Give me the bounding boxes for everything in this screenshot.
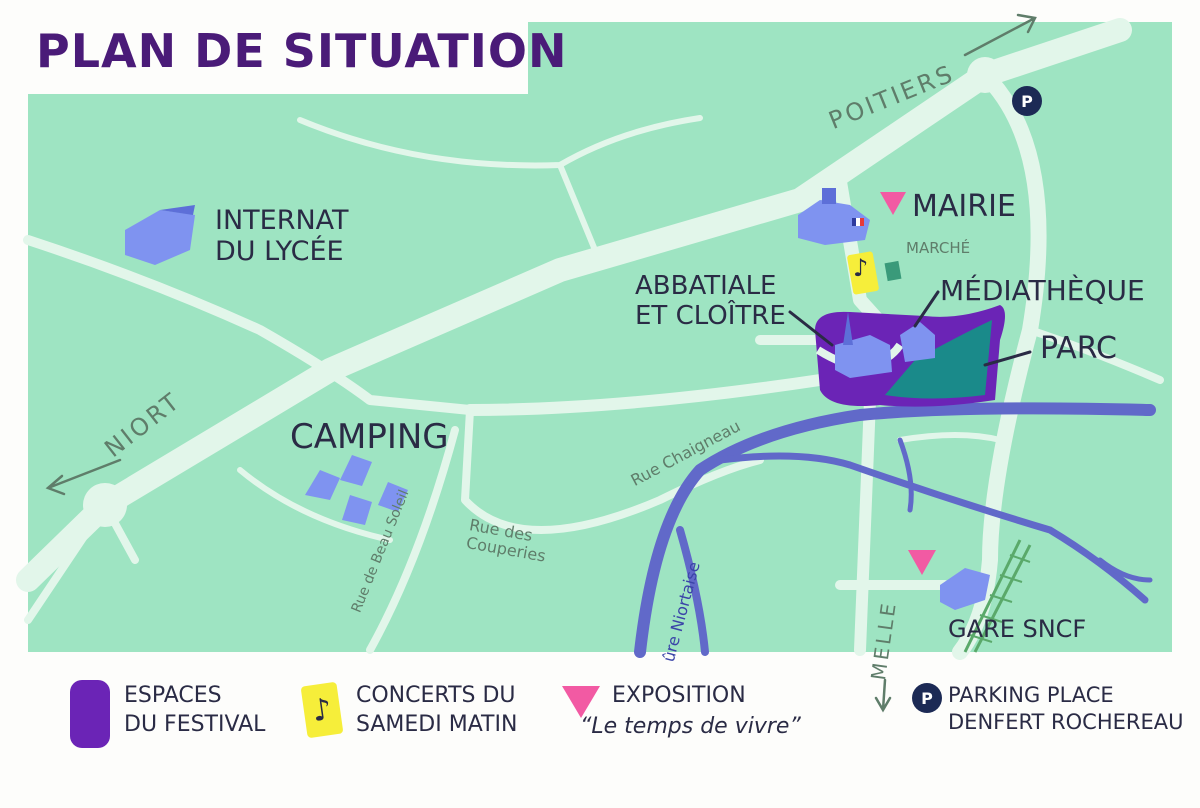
- label-parc: PARC: [1040, 331, 1117, 366]
- river-branch-1: [716, 452, 1149, 604]
- road-east: [1026, 326, 1164, 384]
- river-branch-3: [676, 526, 709, 656]
- label-abbatiale: ABBATIALE ET CLOÎTRE: [635, 271, 786, 331]
- page-title: PLAN DE SITUATION: [36, 24, 568, 78]
- building-internat: [125, 205, 195, 265]
- label-internat: INTERNAT DU LYCÉE: [215, 205, 349, 268]
- road-chaigneau: [464, 374, 826, 416]
- legend-parking: PARKING PLACE DENFERT ROCHEREAU: [948, 683, 1184, 735]
- road-north-spur: [557, 162, 598, 253]
- concert-note-map: ♪: [853, 254, 869, 282]
- label-mairie: MAIRIE: [912, 189, 1016, 224]
- label-gare: GARE SNCF: [948, 615, 1087, 643]
- road-south-loop: [897, 432, 1003, 443]
- direction-arrows: [45, 13, 1037, 713]
- road-camping: [237, 467, 393, 543]
- label-camping: CAMPING: [290, 417, 449, 457]
- roundabout-poitiers: [967, 57, 1003, 93]
- parking-marker-map: P: [1012, 86, 1042, 116]
- legend-exposition-sub: “Le temps de vivre”: [580, 714, 801, 739]
- exposition-marker-mairie: [880, 192, 906, 215]
- title-box: [28, 22, 528, 94]
- legend-exposition: EXPOSITION: [612, 683, 746, 708]
- building-mediatheque: [900, 322, 935, 362]
- legend-festival: ESPACES DU FESTIVAL: [124, 683, 266, 737]
- building-abbatiale: [835, 312, 892, 378]
- legend-parking-swatch: P: [912, 683, 942, 713]
- legend-concert-swatch: ♪: [300, 681, 344, 739]
- note-icon: ♪: [310, 691, 334, 729]
- river-main: [634, 402, 1156, 658]
- park-area: [885, 320, 992, 399]
- road-festival-south: [854, 394, 876, 656]
- railway: [963, 539, 1032, 653]
- roundabout-niort: [83, 483, 127, 527]
- building-gare: [940, 568, 990, 610]
- river-branch-2: [1097, 557, 1153, 583]
- legend-exposition-swatch: [562, 686, 600, 718]
- building-mairie: [798, 188, 870, 245]
- label-mediatheque: MÉDIATHÈQUE: [940, 274, 1145, 307]
- legend-festival-swatch: [70, 680, 110, 748]
- road-couperies: [461, 406, 764, 534]
- label-marche: MARCHÉ: [906, 239, 971, 257]
- parking-symbol: P: [1021, 91, 1033, 111]
- leader-lines: [788, 290, 1032, 367]
- road-beausoleil: [366, 426, 459, 654]
- camping-tents: [305, 455, 408, 525]
- road-north-left: [297, 115, 703, 169]
- river-branch-4: [897, 437, 914, 513]
- road-west: [23, 235, 475, 415]
- marche-square: [884, 260, 902, 282]
- exposition-marker-gare: [908, 550, 936, 575]
- legend-concerts: CONCERTS DU SAMEDI MATIN: [356, 683, 518, 737]
- concert-marker-map: [847, 251, 879, 295]
- legend-parking-symbol: P: [921, 688, 933, 708]
- river: [634, 402, 1156, 658]
